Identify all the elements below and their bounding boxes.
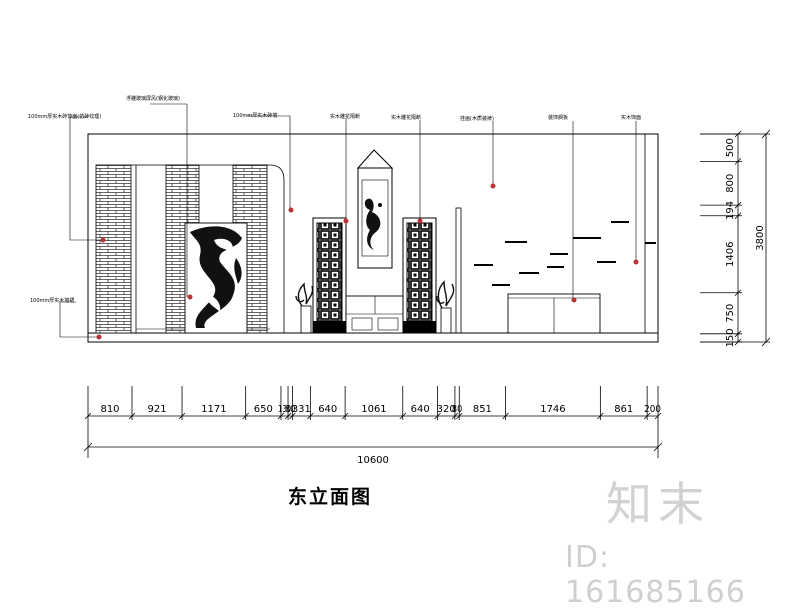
bottom-dim-label: 80	[452, 404, 462, 415]
bottom-dim-label: 200	[644, 404, 661, 415]
watermark-logo: 知末	[606, 477, 710, 531]
annotation-label: 实木雕花隔断	[330, 113, 360, 120]
right-dim-slash	[734, 289, 742, 297]
annotation-label: 100mm厚实木砖饰面(仿砖纹理)	[28, 113, 101, 120]
annotation-label: 100mm厚实木砖墙	[233, 112, 277, 119]
annotation-label: 实木雕花隔断	[391, 114, 421, 121]
bottom-dim-label: 1061	[361, 404, 386, 415]
glass-screen-panel	[184, 222, 248, 334]
bottom-dim-label: 320	[437, 404, 456, 415]
bottom-dim-slash	[643, 412, 651, 420]
bottom-dim-slash	[277, 412, 285, 420]
center-cabinet	[345, 295, 405, 334]
bottom-dim-slash	[128, 412, 136, 420]
right-dimension-chain: 500 800 194 1406 750 150 3800	[700, 129, 771, 347]
bottom-dim-slash	[654, 412, 662, 420]
right-dim-label: 800	[725, 174, 736, 193]
right-dim-slash	[734, 330, 742, 338]
bottom-dim-label: 130	[278, 404, 291, 415]
bottom-dim-label: 80	[285, 404, 295, 415]
bottom-dim-label: 331	[292, 404, 311, 415]
total-width-label: 10600	[357, 455, 389, 466]
right-dim-label: 750	[725, 304, 736, 323]
right-dim-label: 194	[725, 201, 736, 220]
bottom-dim-slash	[597, 412, 604, 420]
bottom-dim-label: 650	[254, 404, 273, 415]
annotation-label: 挂画(木质装裱)	[460, 115, 494, 122]
potted-plant-right	[436, 280, 455, 334]
annotation-label: 实木饰面	[621, 114, 641, 121]
right-dim-label: 150	[725, 328, 736, 347]
bottom-dim-slash	[84, 412, 92, 420]
right-dim-slash	[734, 158, 742, 165]
bottom-dim-slash	[307, 412, 314, 420]
right-dim-slash	[734, 212, 742, 220]
potted-plant-left	[295, 282, 314, 334]
bottom-dim-label: 861	[614, 404, 633, 415]
bottom-dim-slash	[341, 412, 349, 420]
right-dim-label: 500	[725, 138, 736, 157]
bottom-dim-label: 851	[473, 404, 492, 415]
total-height-label: 3800	[755, 225, 766, 250]
annotation-leaders	[59, 103, 639, 340]
annotation-labels: 100mm厚实木砖饰面(仿砖纹理) 浮雕玻璃屏风(钢化玻璃) 100mm厚实木砖…	[28, 95, 641, 304]
right-dim-label: 1406	[725, 242, 736, 267]
annotation-label: 浮雕玻璃屏风(钢化玻璃)	[126, 95, 180, 102]
bottom-dim-slash	[434, 412, 441, 420]
bottom-dim-label: 640	[318, 404, 337, 415]
bottom-dim-label: 1171	[201, 404, 226, 415]
bottom-dim-label: 1746	[540, 404, 565, 415]
bottom-dim-slash	[399, 412, 407, 420]
bottom-dim-label: 640	[411, 404, 430, 415]
drawing-title: 东立面图	[288, 486, 373, 508]
bottom-dim-label: 921	[147, 404, 166, 415]
bottom-dim-label: 810	[100, 404, 119, 415]
decorative-shelves	[474, 221, 656, 286]
bottom-dim-slash	[289, 412, 296, 420]
low-cabinet	[507, 293, 601, 334]
right-wall-column	[455, 207, 462, 334]
right-dim-slash	[734, 201, 742, 209]
bottom-dim-slash	[284, 412, 292, 420]
bottom-dim-slash	[455, 412, 463, 420]
annotation-label: 100mm厚实木墙裙	[30, 297, 74, 304]
annotation-label: 装饰搁板	[548, 114, 568, 121]
bottom-dim-slash	[178, 412, 186, 420]
lattice-partition-left	[312, 217, 347, 334]
hanging-scroll	[356, 149, 394, 269]
bottom-dim-slash	[502, 412, 509, 420]
bottom-dim-slash	[242, 412, 249, 420]
lattice-partition-right	[402, 217, 437, 334]
bottom-dim-slash	[451, 412, 459, 420]
